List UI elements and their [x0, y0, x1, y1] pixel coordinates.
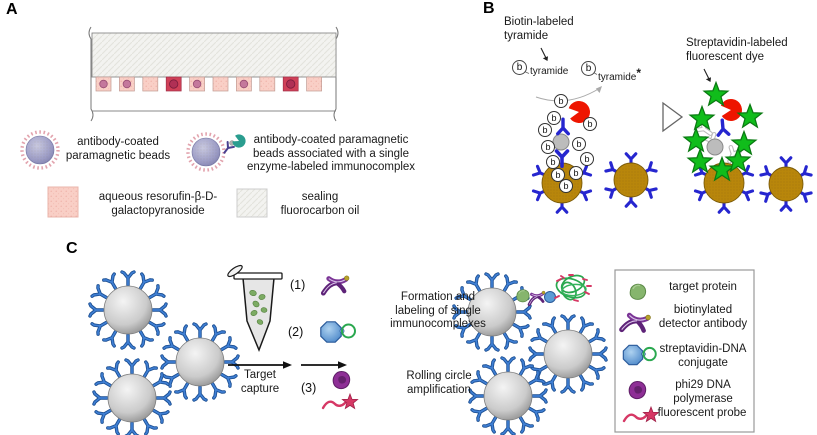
- labeled-immunocomplex-chain: [516, 271, 592, 307]
- substrate-swatch: [47, 186, 79, 218]
- step-1-label: (1): [290, 278, 306, 292]
- oil-swatch: [236, 188, 268, 218]
- target-protein-icon: [629, 283, 647, 301]
- biotin-circle: b: [554, 94, 568, 108]
- biotin-circle: b: [538, 123, 552, 137]
- legend-oil-label: sealing fluorocarbon oil: [280, 191, 360, 217]
- panel-c-legend-box: [614, 269, 755, 433]
- enzyme-immunocomplex-icon: [223, 134, 246, 154]
- rca-product-icon: [553, 271, 592, 303]
- legend-streptavidin-dna-label: streptavidin-DNA conjugate: [659, 343, 747, 369]
- target-protein-icon: [516, 289, 530, 303]
- legend-phi29-label: phi29 DNA polymerase: [673, 379, 733, 405]
- enzyme-icon: [720, 98, 743, 122]
- paramagnetic-bead-icon: [20, 130, 60, 170]
- streptavidin-icon: [544, 291, 556, 303]
- biotin-circle: b: [547, 111, 561, 125]
- fluorescent-probe-icon: [321, 392, 359, 410]
- biotin-circle: b: [583, 117, 597, 131]
- array-left-edge: [88, 26, 94, 122]
- biotin-circle: b: [512, 60, 527, 75]
- right-immunocomplex: [683, 81, 763, 213]
- conversion-arc-arrow: [535, 87, 601, 102]
- beads-in-wells: [99, 79, 296, 89]
- legend-fluorescent-probe-label: fluorescent probe: [657, 407, 747, 419]
- streptavidin-dna-icon: [319, 320, 356, 344]
- legend-bead-label: antibody-coated paramagnetic beads: [65, 136, 171, 162]
- panel-b-graphics: [524, 47, 812, 213]
- antigen-icon: [706, 138, 724, 156]
- biotin-tyramide-label: Biotin-labeled tyramide: [504, 16, 574, 42]
- phi29-polymerase-icon: [628, 381, 647, 400]
- detector-antibody-icon: [321, 276, 350, 295]
- paramagnetic-bead-icon: [186, 132, 226, 172]
- triangle-arrow: [662, 101, 684, 133]
- panel-c-label: C: [66, 240, 78, 257]
- biotin-circle: b: [569, 166, 583, 180]
- pointer-arrow: [540, 47, 547, 59]
- biotin-circle: b: [580, 152, 594, 166]
- antigen-icon: [552, 133, 570, 151]
- sample-tube-icon: [227, 264, 283, 353]
- empty-bead-icon: [761, 158, 811, 210]
- legend-target-protein-label: target protein: [669, 281, 737, 293]
- phi29-polymerase-icon: [332, 371, 351, 390]
- streptavidin-dye-label: Streptavidin-labeled fluorescent dye: [686, 37, 788, 63]
- capture-bead-icon: [162, 324, 238, 400]
- capture-bead-icon: [90, 272, 166, 348]
- step-2-label: (2): [288, 325, 304, 339]
- tyramide-star-label: tyramide*: [598, 66, 642, 83]
- empty-bead-icon: [606, 154, 656, 206]
- formation-label: Formation and labeling of single immunoc…: [390, 291, 486, 330]
- capture-bead-icon: [94, 360, 170, 435]
- step-3-label: (3): [301, 381, 317, 395]
- oil-layer: [91, 32, 337, 78]
- sample-specks: [249, 289, 268, 325]
- legend-substrate-label: aqueous resorufin-β-D- galactopyranoside: [98, 191, 218, 217]
- panel-a-label: A: [6, 1, 18, 18]
- biotin-circle: b: [572, 137, 586, 151]
- rca-label: Rolling circle amplification: [406, 370, 472, 396]
- panel-a-microwell-array: [88, 26, 339, 122]
- legend-detector-antibody-label: biotinylated detector antibody: [658, 304, 748, 330]
- tyramide-label: tyramide: [530, 66, 569, 77]
- target-capture-label: Target capture: [240, 369, 280, 395]
- activated-star: *: [636, 66, 642, 80]
- biotin-circle: b: [551, 168, 565, 182]
- panel-a-legend-icons: [20, 130, 268, 218]
- panel-c-graphics: [90, 264, 755, 435]
- microwells: [95, 76, 322, 92]
- biotin-circle: b: [546, 155, 560, 169]
- biotin-circle: b: [559, 179, 573, 193]
- biotin-circle: b: [541, 140, 555, 154]
- panel-b-label: B: [483, 0, 495, 17]
- pointer-arrow: [703, 68, 710, 80]
- legend-complex-label: antibody-coated paramagnetic beads assoc…: [246, 134, 416, 173]
- biotin-circle: b: [581, 61, 596, 76]
- detection-antibody-icon: [715, 118, 731, 137]
